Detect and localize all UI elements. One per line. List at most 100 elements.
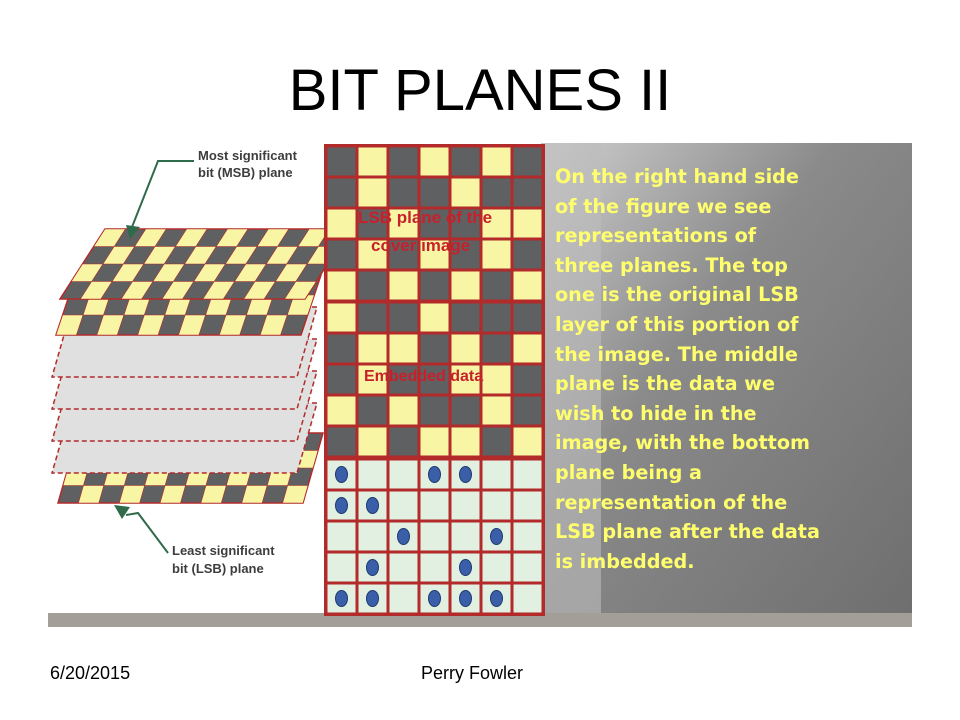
- bottom-plane-cell: [420, 491, 449, 520]
- middle-plane-cell: [513, 334, 542, 363]
- middle-plane-cell: [451, 365, 480, 394]
- second-plane-cell: [55, 314, 84, 336]
- middle-plane-cell: [327, 303, 356, 332]
- top-plane-cell: [327, 209, 356, 238]
- middle-plane-cell: [358, 396, 387, 425]
- top-plane-label-line1: LSB plane of the: [358, 208, 492, 227]
- top-plane-cell: [482, 209, 511, 238]
- middle-plane-cell: [327, 427, 356, 456]
- bottom-plane-cell: [420, 522, 449, 551]
- msb-plane-cell: [161, 281, 195, 300]
- bottom-plane-cell: [482, 553, 511, 582]
- middle-plane-cell: [482, 365, 511, 394]
- msb-plane-cell: [202, 281, 236, 300]
- top-plane-cell: [389, 271, 418, 300]
- middle-plane-cell: [358, 334, 387, 363]
- top-plane-cell: [451, 240, 480, 269]
- middle-plane-cell: [420, 303, 449, 332]
- middle-plane-cell: [327, 365, 356, 394]
- middle-plane-cell: [389, 334, 418, 363]
- footer-date: 6/20/2015: [50, 663, 131, 683]
- lsb-label-line1: Least significant: [172, 543, 275, 558]
- middle-plane-cell: [482, 303, 511, 332]
- top-plane-cell: [482, 147, 511, 176]
- top-plane-cell: [420, 178, 449, 207]
- top-plane-cell: [327, 147, 356, 176]
- lsb-arrow: [125, 511, 169, 554]
- middle-plane-cell: [482, 427, 511, 456]
- top-plane-cell: [327, 240, 356, 269]
- middle-plane-cell: [513, 303, 542, 332]
- lsb-plane-cell: [159, 485, 186, 504]
- middle-plane-cell: [482, 334, 511, 363]
- top-plane-cell: [451, 178, 480, 207]
- middle-plane-cell: [420, 396, 449, 425]
- top-plane-cell: [451, 147, 480, 176]
- bottom-plane-dot: [335, 497, 348, 514]
- lsb-plane-cell: [241, 485, 268, 504]
- bottom-plane-dot: [428, 466, 441, 483]
- lsb-label-line2: bit (LSB) plane: [172, 561, 264, 576]
- middle-plane-cell: [420, 334, 449, 363]
- msb-arrowhead: [126, 225, 140, 239]
- bottom-plane-cell: [513, 491, 542, 520]
- bottom-plane-cell: [420, 553, 449, 582]
- lsb-plane-cell: [78, 485, 105, 504]
- second-plane-cell: [96, 314, 125, 336]
- middle-plane-cell: [389, 303, 418, 332]
- bottom-plane-dot: [459, 559, 472, 576]
- bottom-plane-dot: [490, 528, 503, 545]
- top-plane-cell: [358, 147, 387, 176]
- top-plane-cell: [451, 271, 480, 300]
- bottom-plane-dot: [335, 466, 348, 483]
- top-plane-cell: [420, 271, 449, 300]
- lsb-plane-cell: [118, 485, 146, 504]
- middle-plane-cell: [358, 303, 387, 332]
- bottom-plane-dot: [366, 559, 379, 576]
- middle-plane-cell: [451, 396, 480, 425]
- top-plane-cell: [513, 240, 542, 269]
- middle-plane-cell: [451, 303, 480, 332]
- bottom-plane-dot: [459, 466, 472, 483]
- top-plane-cell: [327, 178, 356, 207]
- bottom-plane-dot: [490, 590, 503, 607]
- middle-plane-cell: [482, 396, 511, 425]
- bottom-plane-dot: [397, 528, 410, 545]
- top-plane-cell: [327, 271, 356, 300]
- msb-label-line1: Most significant: [198, 148, 298, 163]
- middle-plane-cell: [389, 396, 418, 425]
- bottom-plane-dot: [428, 590, 441, 607]
- msb-plane-cell: [79, 281, 113, 300]
- bottom-plane-cell: [389, 460, 418, 489]
- bottom-plane-cell: [451, 522, 480, 551]
- msb-arrow: [131, 160, 194, 228]
- bottom-plane-cell: [513, 460, 542, 489]
- lsb-plane-cell: [282, 485, 309, 504]
- middle-plane-cell: [358, 427, 387, 456]
- top-plane-cell: [358, 240, 387, 269]
- second-plane-cell: [178, 314, 206, 336]
- middle-plane-cell: [327, 396, 356, 425]
- bottom-plane-cell: [451, 491, 480, 520]
- bottom-plane-dot: [459, 590, 472, 607]
- msb-plane: [58, 228, 352, 300]
- middle-plane-cell: [327, 334, 356, 363]
- figure-bottom-strip: [48, 613, 912, 627]
- middle-plane-cell: [389, 365, 418, 394]
- bottom-plane-cell: [513, 584, 542, 613]
- top-plane-cell: [389, 178, 418, 207]
- middle-plane-cell: [451, 427, 480, 456]
- second-plane-cell: [218, 314, 247, 336]
- top-plane-cell: [389, 209, 418, 238]
- bottom-plane-dot: [335, 590, 348, 607]
- bottom-plane-cell: [389, 553, 418, 582]
- bottom-plane-cell: [327, 522, 356, 551]
- top-plane-cell: [420, 240, 449, 269]
- top-plane-cell: [482, 271, 511, 300]
- bottom-plane: [324, 457, 545, 616]
- top-plane-cell: [482, 178, 511, 207]
- middle-plane-cell: [358, 365, 387, 394]
- middle-plane-label: Embedded data: [364, 368, 483, 385]
